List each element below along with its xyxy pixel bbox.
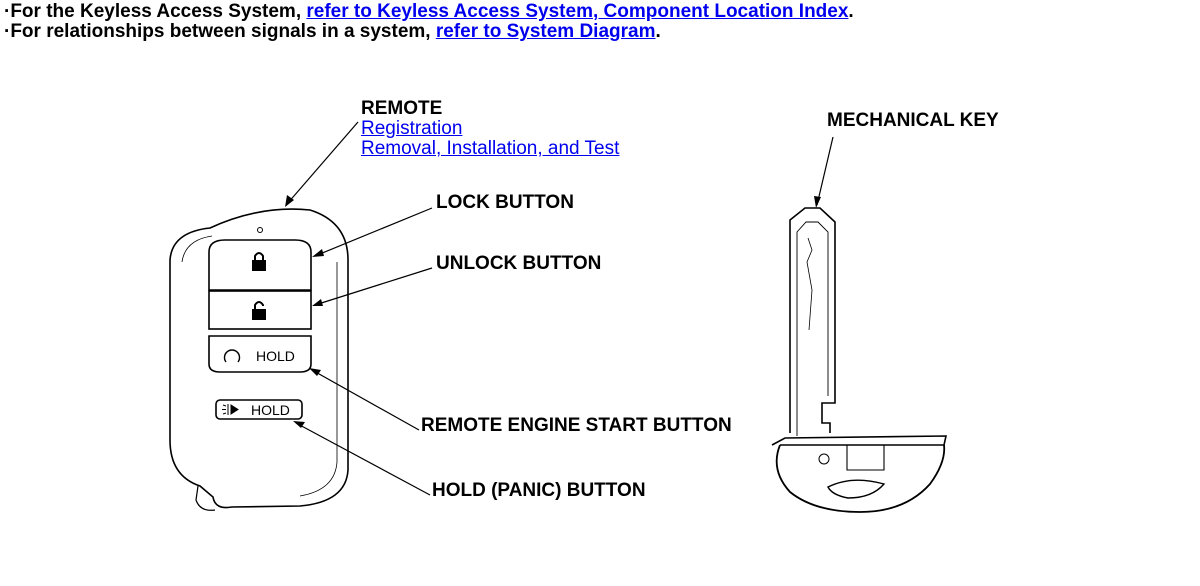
unlock-button-label: UNLOCK BUTTON xyxy=(436,253,602,274)
engine-start-icon xyxy=(223,349,241,363)
removal-installation-test-link[interactable]: Removal, Installation, and Test xyxy=(361,138,620,159)
padlock-closed-icon xyxy=(252,252,266,271)
intro-line-2: ·For relationships between signals in a … xyxy=(4,21,661,42)
leader-lines xyxy=(286,121,834,496)
remote-fob xyxy=(169,208,349,511)
horn-light-icon xyxy=(222,404,239,415)
panic-button-shape[interactable]: HOLD xyxy=(215,399,303,420)
engine-hold-label: HOLD xyxy=(256,348,295,364)
lock-button[interactable] xyxy=(208,239,312,291)
system-diagram-link[interactable]: refer to System Diagram xyxy=(435,21,656,42)
component-location-index-link[interactable]: refer to Keyless Access System, Componen… xyxy=(306,1,849,22)
remote-engine-start-button-shape[interactable]: HOLD xyxy=(208,335,312,373)
leader-arrowheads xyxy=(285,195,821,428)
mechanical-key xyxy=(771,207,948,513)
lock-button-label: LOCK BUTTON xyxy=(436,192,574,213)
remote-label: REMOTE xyxy=(361,98,443,119)
remote-engine-start-button-label: REMOTE ENGINE START BUTTON xyxy=(421,415,732,436)
registration-link[interactable]: Registration xyxy=(361,118,463,139)
panic-hold-label: HOLD xyxy=(251,402,290,418)
hold-panic-button-label: HOLD (PANIC) BUTTON xyxy=(432,480,646,501)
intro-notes: ·For the Keyless Access System, refer to… xyxy=(4,2,854,42)
padlock-open-icon xyxy=(252,301,266,320)
mechanical-key-label: MECHANICAL KEY xyxy=(827,110,999,131)
unlock-button[interactable] xyxy=(208,290,312,330)
intro-line-1: ·For the Keyless Access System, refer to… xyxy=(4,1,854,22)
